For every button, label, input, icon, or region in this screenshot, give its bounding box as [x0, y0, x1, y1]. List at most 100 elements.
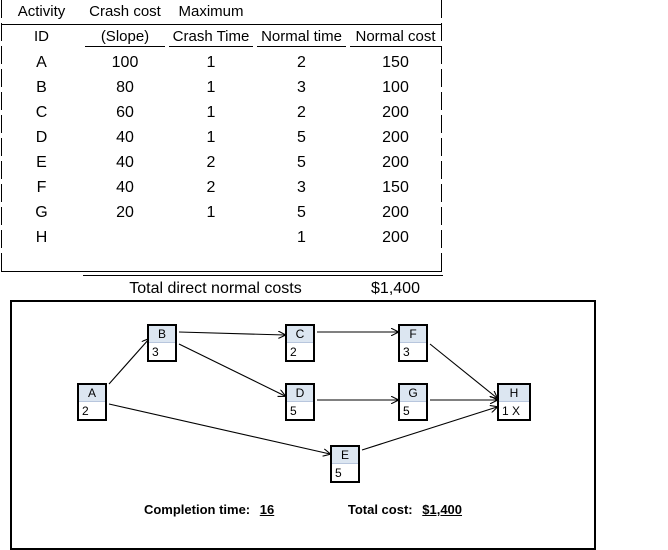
header-slope: (Slope) — [83, 25, 167, 50]
edge-F-H — [429, 343, 497, 398]
header-id: ID — [34, 28, 49, 45]
node-label-h: H — [499, 385, 529, 402]
edge-E-H — [361, 407, 497, 451]
cell-slope: 40 — [116, 129, 134, 146]
cell-id: E — [36, 154, 47, 171]
cell-normal-time: 1 — [297, 229, 306, 246]
network-edges — [108, 302, 594, 548]
node-duration-c: 2 — [290, 345, 297, 359]
network-node-g[interactable]: G 5 — [398, 383, 428, 421]
cell-id: B — [36, 79, 47, 96]
node-label-b: B — [149, 326, 175, 343]
cell-crash-time: 1 — [206, 129, 216, 146]
network-footer: Completion time: 16 Total cost: $1,400 — [12, 502, 594, 517]
cell-slope: 40 — [116, 179, 134, 196]
cell-normal-cost: 200 — [382, 204, 409, 221]
node-duration-f: 3 — [403, 345, 410, 359]
node-duration-b: 3 — [152, 345, 159, 359]
table-left-border — [1, 0, 2, 272]
node-duration-h: 1 X — [502, 404, 521, 418]
header-normal-cost: Normal cost — [348, 25, 443, 50]
cell-normal-cost: 200 — [382, 129, 409, 146]
cell-normal-cost: 200 — [382, 154, 409, 171]
table-row: D 40 1 5 200 — [0, 125, 443, 150]
header-blank-1 — [255, 0, 348, 25]
cell-normal-cost: 200 — [382, 104, 409, 121]
cell-normal-cost: 100 — [382, 79, 409, 96]
network-diagram-panel: A 2 B 3 C 2 D 5 E 5 F 3 G 5 H 1 X Comple… — [10, 300, 596, 550]
total-label: Total direct normal costs — [83, 275, 348, 301]
network-node-b[interactable]: B 3 — [147, 324, 177, 362]
cell-normal-cost: 200 — [382, 229, 409, 246]
table-header-row-1: Activity Crash cost Maximum — [0, 0, 443, 25]
node-duration-d: 5 — [290, 404, 297, 418]
cell-normal-cost: 150 — [382, 179, 409, 196]
network-node-h[interactable]: H 1 X — [497, 383, 531, 421]
table-row: A 100 1 2 150 — [0, 50, 443, 75]
table: Activity Crash cost Maximum ID (Slope) — [0, 0, 443, 301]
edge-A-B — [108, 339, 149, 385]
crash-cost-table: Activity Crash cost Maximum ID (Slope) — [0, 0, 443, 301]
cell-crash-time: 1 — [206, 204, 216, 221]
header-activity: Activity — [17, 3, 66, 20]
table-row: F 40 2 3 150 — [0, 175, 443, 200]
node-label-g: G — [400, 385, 426, 402]
header-crash-cost: Crash cost — [89, 3, 161, 20]
cell-normal-cost: 150 — [382, 54, 409, 71]
completion-time-value: 16 — [259, 502, 275, 517]
cell-slope: 100 — [111, 54, 139, 71]
cell-crash-time: 2 — [206, 179, 216, 196]
node-label-a: A — [79, 385, 105, 402]
table-right-border — [441, 0, 442, 272]
edge-B-D — [178, 343, 285, 396]
cell-normal-time: 3 — [297, 179, 306, 196]
cell-id: C — [35, 104, 48, 121]
node-duration-a: 2 — [82, 404, 89, 418]
network-node-f[interactable]: F 3 — [398, 324, 428, 362]
node-duration-g: 5 — [403, 404, 410, 418]
table-header-rule — [1, 24, 442, 25]
table-row: H 1 200 — [0, 225, 443, 250]
header-crash-time: Crash Time — [167, 25, 255, 50]
node-duration-e: 5 — [335, 466, 342, 480]
edge-A-E — [108, 403, 330, 454]
total-cost-label: Total cost: — [347, 502, 413, 517]
cell-normal-time: 2 — [297, 104, 306, 121]
header-blank-2 — [348, 0, 443, 25]
node-label-e: E — [332, 447, 358, 464]
network-node-a[interactable]: A 2 — [77, 383, 107, 421]
table-row: G 20 1 5 200 — [0, 200, 443, 225]
total-value: $1,400 — [348, 275, 443, 301]
cell-normal-time: 5 — [297, 154, 306, 171]
table-total-row: Total direct normal costs $1,400 — [0, 275, 443, 302]
cell-slope: 40 — [116, 154, 134, 171]
cell-crash-time — [167, 225, 255, 250]
table-bottom-rule — [1, 271, 442, 272]
cell-slope: 60 — [116, 104, 134, 121]
cell-normal-time: 5 — [297, 204, 306, 221]
cell-crash-time: 2 — [206, 154, 216, 171]
cell-crash-time: 1 — [206, 104, 216, 121]
cell-id: H — [35, 229, 48, 246]
node-label-d: D — [287, 385, 313, 402]
cell-normal-time: 2 — [297, 54, 306, 71]
node-label-f: F — [400, 326, 426, 343]
completion-time-label: Completion time: — [143, 502, 251, 517]
total-blank — [0, 276, 83, 302]
cell-slope — [83, 225, 167, 250]
total-cost-value: $1,400 — [422, 502, 463, 517]
edge-B-C — [178, 332, 285, 335]
table-header-row-2: ID (Slope) Crash Time Normal time Normal… — [0, 25, 443, 50]
cell-id: F — [36, 179, 47, 196]
cell-crash-time: 1 — [206, 54, 216, 71]
cell-slope: 20 — [116, 204, 134, 221]
cell-id: D — [35, 129, 48, 146]
network-node-e[interactable]: E 5 — [330, 445, 360, 483]
table-row: B 80 1 3 100 — [0, 75, 443, 100]
node-label-c: C — [287, 326, 313, 343]
table-row: C 60 1 2 200 — [0, 100, 443, 125]
cell-id: A — [36, 54, 47, 71]
cell-slope: 80 — [116, 79, 134, 96]
network-node-d[interactable]: D 5 — [285, 383, 315, 421]
network-node-c[interactable]: C 2 — [285, 324, 315, 362]
